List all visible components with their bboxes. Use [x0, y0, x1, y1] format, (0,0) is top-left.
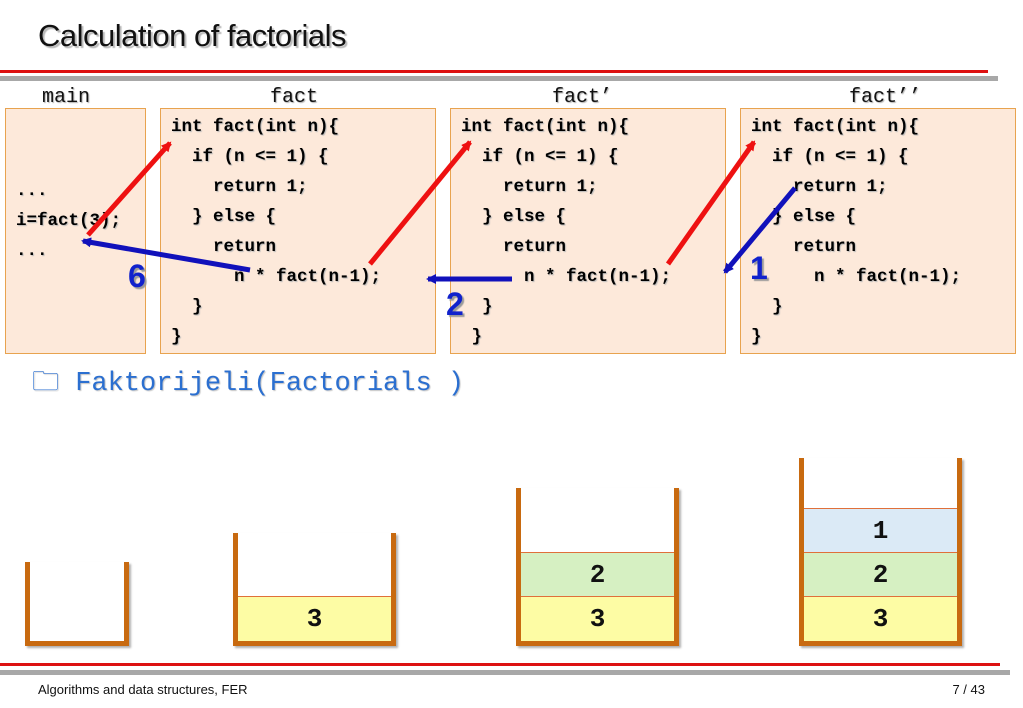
column-header-fact-prime: fact’: [552, 86, 613, 109]
stack-two-frames: 2 3: [516, 488, 679, 646]
column-header-fact-double-prime: fact’’: [849, 86, 922, 109]
call-arrow-fact-to-fact-prime: [368, 140, 472, 266]
return-arrow-base-case: [723, 186, 797, 274]
step-label-2: 2: [446, 286, 464, 322]
title-rule-red: [0, 70, 988, 73]
code-fact-prime: int fact(int n){ if (n <= 1) { return 1;…: [461, 117, 672, 347]
code-fact: int fact(int n){ if (n <= 1) { return 1;…: [171, 117, 382, 347]
stack-cell: 2: [521, 552, 674, 597]
stack-cell: 3: [238, 596, 391, 641]
code-fact-double-prime: int fact(int n){ if (n <= 1) { return 1;…: [751, 117, 962, 347]
code-box-fact: int fact(int n){ if (n <= 1) { return 1;…: [160, 108, 436, 354]
column-header-main: main: [42, 86, 91, 109]
page-title: Calculation of factorials: [38, 18, 347, 53]
stack-one-frame: 3: [233, 533, 396, 646]
call-arrow-main-to-fact: [86, 141, 172, 237]
footer-course: Algorithms and data structures, FER: [38, 682, 248, 697]
title-rule-gray: [0, 76, 998, 81]
stack-three-frames: 1 2 3: [799, 458, 962, 646]
stack-cell: 2: [804, 552, 957, 597]
column-header-fact: fact: [270, 86, 319, 109]
code-box-fact-prime: int fact(int n){ if (n <= 1) { return 1;…: [450, 108, 726, 354]
code-box-main: ... i=fact(3); ...: [5, 108, 146, 354]
footer-page-number: 7 / 43: [952, 682, 985, 697]
call-arrow-fact-prime-to-fact-double-prime: [665, 140, 757, 266]
code-box-fact-double-prime: int fact(int n){ if (n <= 1) { return 1;…: [740, 108, 1016, 354]
return-arrow-fact-to-main: [81, 237, 251, 273]
stack-cell: 3: [804, 596, 957, 641]
footer-rule-gray: [0, 670, 1010, 675]
stack-empty: [25, 562, 129, 646]
footer-rule-red: [0, 663, 1000, 666]
factorials-folder-link[interactable]: 🗀 Faktorijeli(Factorials ): [32, 362, 464, 408]
folder-link-text: Faktorijeli(Factorials ): [75, 369, 465, 399]
step-label-6: 6: [128, 258, 146, 294]
folder-icon: 🗀: [32, 369, 59, 399]
stack-cell: 1: [804, 508, 957, 553]
step-label-1: 1: [750, 250, 768, 286]
stack-cell: 3: [521, 596, 674, 641]
